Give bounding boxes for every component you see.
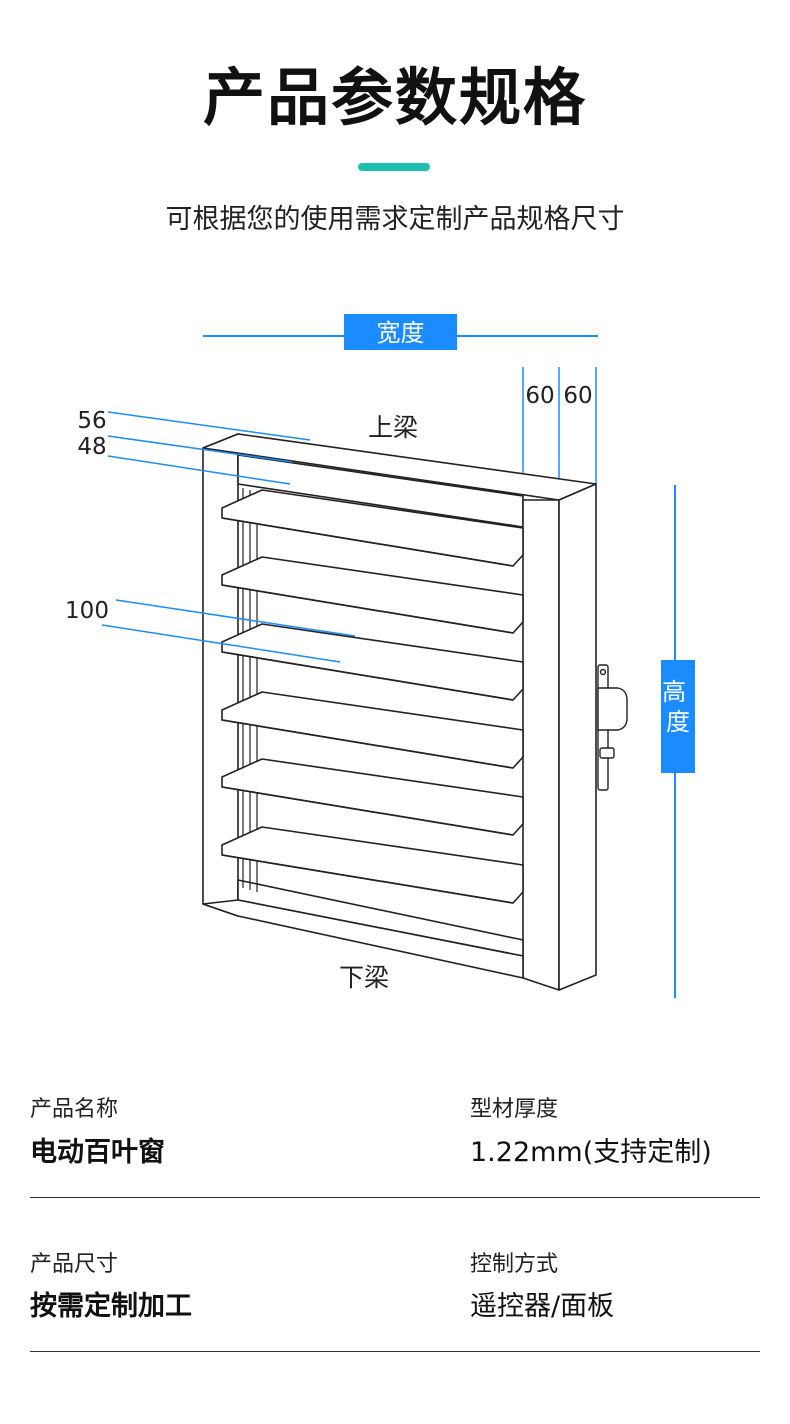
height-label-char-1: 高	[662, 678, 686, 706]
spec-profile-value: 1.22mm(支持定制)	[470, 1137, 712, 1168]
louver-window-diagram: 宽度 高 度 60 60 56 48 100 上梁 下梁	[65, 314, 695, 998]
spec-size-label: 产品尺寸	[30, 1252, 119, 1277]
width-label-box	[344, 314, 457, 350]
height-label: 高 度	[662, 678, 694, 736]
spec-name-value: 电动百叶窗	[30, 1137, 165, 1168]
dim-48: 48	[77, 434, 106, 460]
dim-60-left: 60	[525, 383, 554, 409]
louver-blades	[221, 489, 524, 904]
height-label-box	[661, 660, 695, 773]
spec-size-value: 按需定制加工	[30, 1291, 192, 1322]
right-post-side	[558, 483, 597, 991]
width-label: 宽度	[377, 319, 425, 347]
spec-divider-1	[30, 1197, 760, 1198]
blade-2	[221, 556, 524, 634]
blade-5	[221, 758, 524, 836]
motor-bracket	[597, 664, 628, 791]
dim-56: 56	[77, 408, 106, 434]
page-subtitle: 可根据您的使用需求定制产品规格尺寸	[165, 204, 625, 235]
title-accent-bar	[358, 163, 430, 171]
spec-control-label: 控制方式	[470, 1252, 559, 1277]
bottom-beam-label: 下梁	[339, 963, 389, 992]
window-frame	[202, 433, 597, 991]
spec-divider-2	[30, 1351, 760, 1352]
right-post-front	[522, 499, 560, 991]
spec-profile-label: 型材厚度	[470, 1097, 559, 1122]
dim-100: 100	[65, 598, 109, 624]
height-label-char-2: 度	[666, 708, 690, 736]
blade-3	[221, 623, 524, 701]
leader-lines	[101, 411, 356, 663]
bottom-beam-base	[202, 899, 524, 979]
blade-4	[221, 691, 524, 769]
top-beam-label: 上梁	[368, 413, 418, 442]
spec-control-value: 遥控器/面板	[470, 1291, 615, 1322]
dim-60-right: 60	[563, 383, 592, 409]
spec-name-label: 产品名称	[30, 1097, 119, 1122]
page-title: 产品参数规格	[202, 61, 587, 134]
